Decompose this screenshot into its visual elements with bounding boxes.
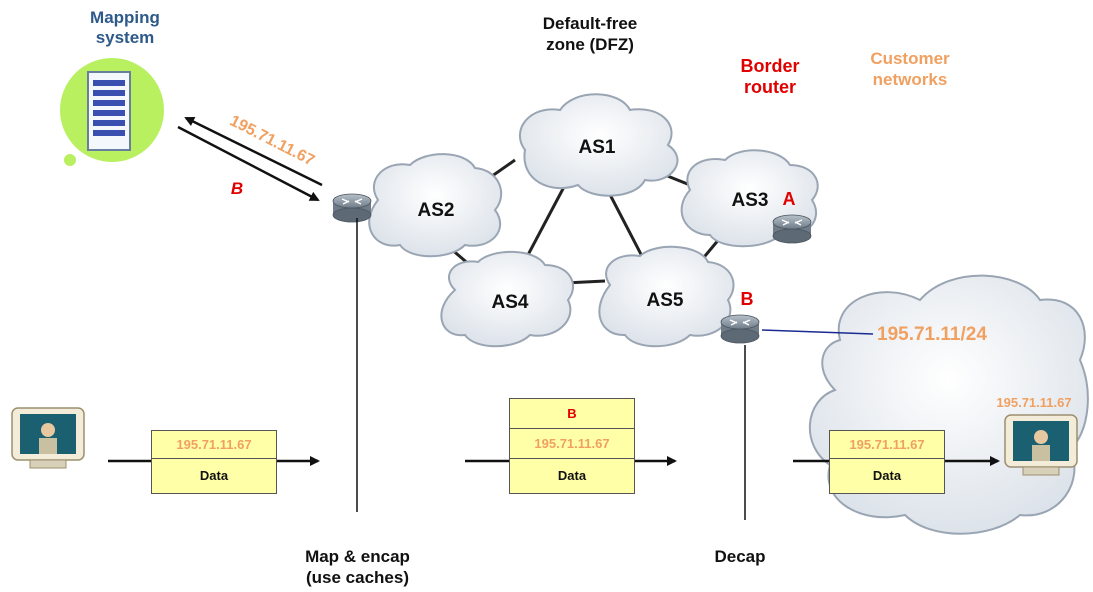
as1-label: AS1 [579, 137, 616, 158]
as4-label: AS4 [492, 292, 529, 313]
as3-label: AS3 [732, 190, 769, 211]
packet-data: Data [872, 468, 902, 483]
packet-data: Data [199, 468, 229, 483]
mapping-system-title: Mapping system [90, 8, 160, 47]
packet-outer-header: B [510, 399, 634, 429]
as5-label: AS5 [647, 290, 684, 311]
packet-dest-addr: 195.71.11.67 [510, 429, 634, 459]
as2-label: AS2 [418, 200, 455, 221]
map-encap-line1: Map & encap [305, 547, 410, 566]
customer-networks-title: Customer networks [855, 48, 965, 90]
dfz-title: Default-free zone (DFZ) [510, 13, 670, 55]
packet-dest-addr: 195.71.11.67 [830, 431, 944, 459]
map-encap-caption: Map & encap (use caches) [280, 546, 435, 588]
decap-caption: Decap [714, 547, 766, 566]
as-cloud-as1 [519, 93, 679, 197]
mapping-reply-label: B [231, 179, 243, 198]
dfz-title-line1: Default-free [542, 14, 638, 33]
mapping-arrows [177, 116, 323, 202]
router-b-icon [720, 314, 760, 344]
as-cloud-as4 [440, 250, 574, 348]
packet-decapsulated: 195.71.11.67 Data [829, 430, 945, 494]
packet-original: 195.71.11.67 Data [151, 430, 277, 494]
map-encap-line2: (use caches) [306, 568, 409, 587]
dfz-title-line2: zone (DFZ) [546, 35, 634, 54]
as-cloud-as2 [368, 153, 503, 258]
as-cloud-as5 [598, 245, 735, 348]
link-as1-as5 [603, 184, 647, 263]
border-router-title: Border router [720, 56, 820, 98]
router-a-label: A [783, 189, 796, 209]
prefix-label: 195.71.11/24 [877, 324, 987, 345]
border-router-line1: Border [740, 56, 800, 76]
computer-user-icon [11, 407, 85, 469]
server-icon [60, 58, 164, 166]
router-a-icon [772, 214, 812, 244]
packet-encapsulated: B 195.71.11.67 Data [509, 398, 635, 494]
router-b-link [761, 329, 874, 335]
customer-line2: networks [872, 70, 948, 89]
packet-dest-addr: 195.71.11.67 [152, 431, 276, 459]
dest-host-addr-label: 195.71.11.67 [996, 395, 1071, 410]
router-b-label: B [741, 289, 754, 309]
border-router-line2: router [743, 77, 796, 97]
customer-line1: Customer [870, 49, 950, 68]
router-icon [332, 193, 372, 223]
packet-data: Data [557, 468, 587, 483]
destination-computer-icon [1004, 414, 1078, 476]
